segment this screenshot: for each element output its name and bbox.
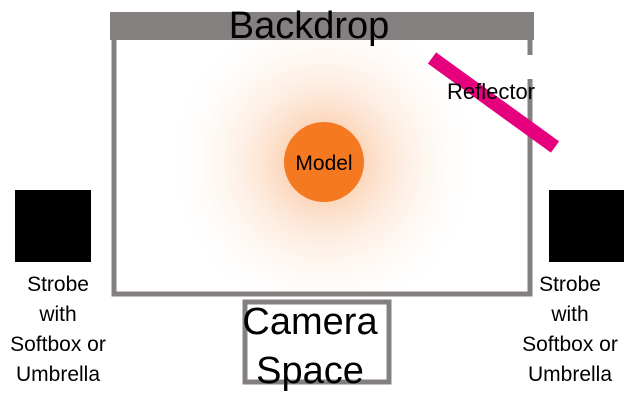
strobe-left-label-2: with — [38, 303, 76, 326]
model — [284, 122, 364, 202]
camera-label-line2: Space — [256, 350, 364, 392]
strobe-left-label-3: Softbox or — [10, 333, 106, 356]
strobe-left-label-1: Strobe — [27, 273, 89, 296]
strobe-left — [15, 190, 91, 262]
strobe-right — [549, 190, 624, 262]
studio-walls — [111, 40, 533, 297]
strobe-right-label-4: Umbrella — [528, 363, 612, 386]
camera-space — [242, 299, 392, 385]
strobe-right-label-2: with — [550, 303, 588, 326]
strobe-right-label-1: Strobe — [539, 273, 601, 296]
backdrop — [110, 12, 534, 40]
reflector-label: Reflector — [447, 79, 535, 104]
strobe-left-label-4: Umbrella — [16, 363, 100, 386]
model-label: Model — [295, 152, 352, 175]
strobe-right-label-3: Softbox or — [522, 333, 618, 356]
reflector — [427, 52, 560, 153]
camera-label-line1: Camera — [242, 301, 378, 343]
backdrop-label: Backdrop — [229, 5, 390, 47]
